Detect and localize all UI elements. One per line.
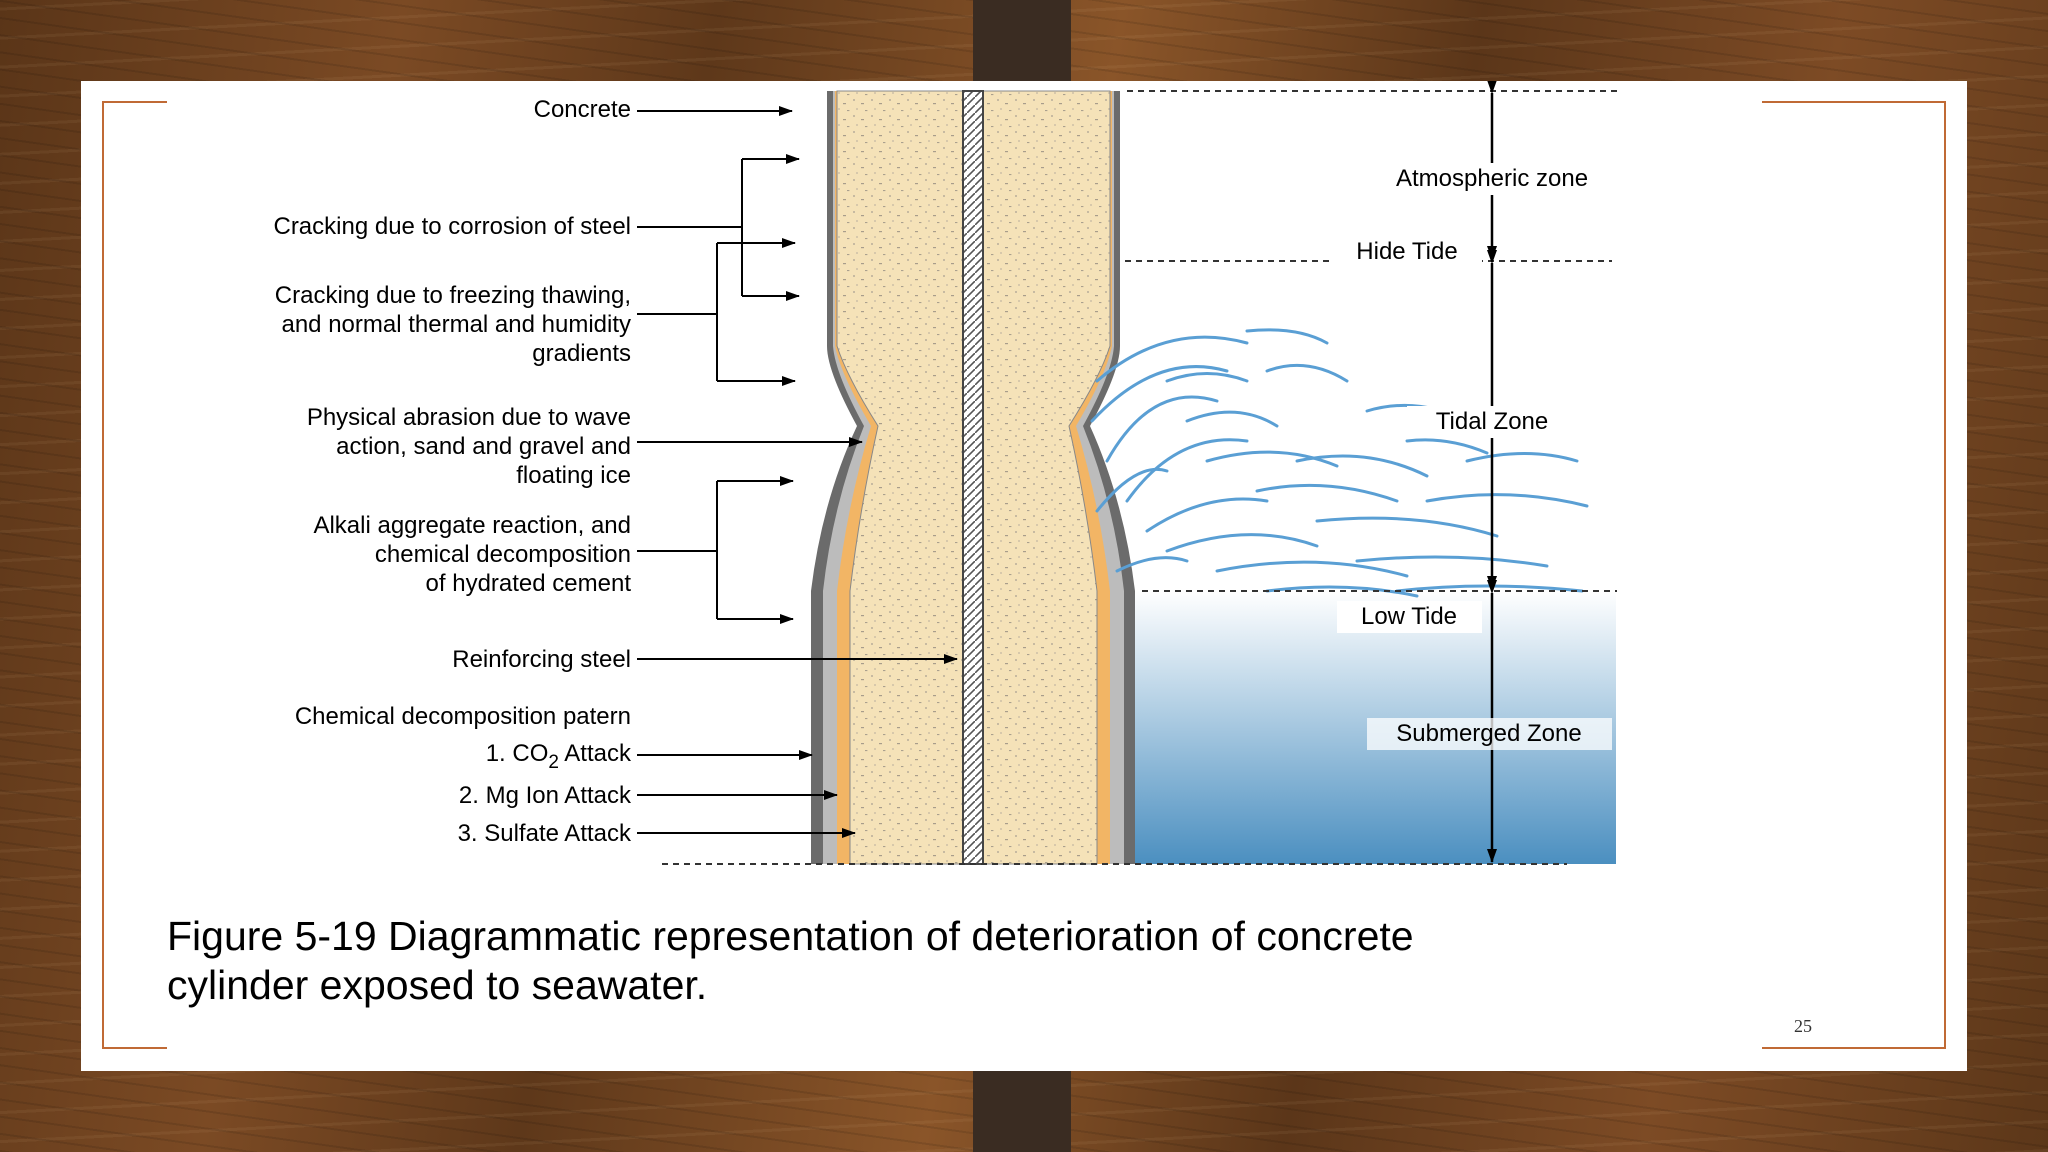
label-sulfate-attack: 3. Sulfate Attack [458, 820, 632, 847]
label-abrasion-line3: floating ice [516, 462, 631, 489]
label-concrete: Concrete [534, 96, 631, 123]
label-atmospheric-zone: Atmospheric zone [1396, 165, 1588, 192]
label-high-tide: Hide Tide [1356, 238, 1457, 265]
label-tidal-zone: Tidal Zone [1436, 408, 1549, 435]
label-freeze-thaw-line2: and normal thermal and humidity [281, 311, 631, 338]
deterioration-diagram: Atmospheric zone Hide Tide Tidal Zone Lo… [273, 80, 1632, 865]
label-abrasion-line2: action, sand and gravel and [336, 433, 631, 460]
label-alkali-line2: chemical decomposition [375, 541, 631, 568]
zone-labels: Atmospheric zone Hide Tide Tidal Zone Lo… [1332, 163, 1632, 750]
page-number: 25 [1794, 1016, 1812, 1036]
label-cracking-corrosion: Cracking due to corrosion of steel [273, 213, 631, 240]
left-labels: Concrete Cracking due to corrosion of st… [273, 96, 632, 847]
caption-line2: cylinder exposed to seawater. [167, 962, 708, 1008]
figure-caption: Figure 5-19 Diagrammatic representation … [167, 912, 1767, 1010]
label-chemical-pattern: Chemical decomposition patern [295, 703, 631, 730]
binder-clip-bottom [973, 1062, 1071, 1152]
label-submerged-zone: Submerged Zone [1396, 720, 1581, 747]
figure-panel: Atmospheric zone Hide Tide Tidal Zone Lo… [167, 80, 1762, 1050]
label-co2-attack: 1. CO2 Attack [486, 740, 632, 773]
leader-arrows [637, 106, 958, 838]
label-freeze-thaw-line1: Cracking due to freezing thawing, [275, 282, 631, 309]
label-mg-ion-attack: 2. Mg Ion Attack [459, 782, 632, 809]
label-freeze-thaw-line3: gradients [532, 340, 631, 367]
label-alkali-line1: Alkali aggregate reaction, and [313, 512, 631, 539]
label-alkali-line3: of hydrated cement [426, 570, 632, 597]
binder-clip-top [973, 0, 1071, 82]
label-reinforcing-steel: Reinforcing steel [452, 646, 631, 673]
waves [1090, 328, 1589, 598]
label-abrasion-line1: Physical abrasion due to wave [307, 404, 631, 431]
caption-line1: Figure 5-19 Diagrammatic representation … [167, 913, 1414, 959]
label-low-tide: Low Tide [1361, 603, 1457, 630]
reinforcing-steel-bar [962, 90, 984, 865]
